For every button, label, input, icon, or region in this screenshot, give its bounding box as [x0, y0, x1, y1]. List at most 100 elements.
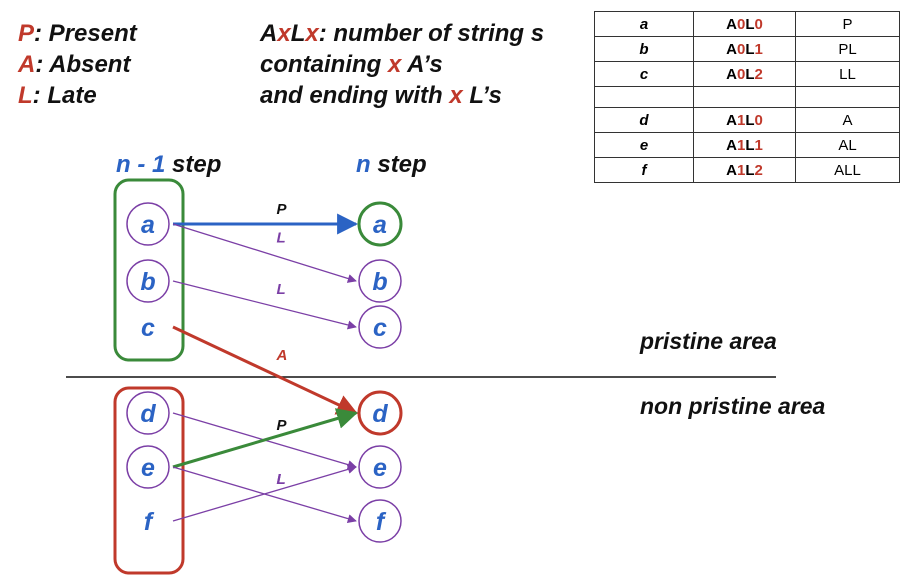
table-row: b A0L1 PL	[594, 36, 900, 62]
state-part: 0	[736, 65, 746, 83]
table-state-cell: A1L1	[693, 132, 796, 158]
def-text: containing	[260, 51, 388, 78]
prev-step-label: n - 1 step	[116, 151, 221, 179]
table-state-cell: A1L2	[693, 157, 796, 183]
table-node-cell: e	[594, 132, 694, 158]
node-left-f: f	[144, 508, 155, 536]
table-suffix-cell: PL	[795, 36, 900, 62]
cur-step-word: step	[370, 151, 427, 178]
state-part: 0	[736, 40, 746, 58]
state-part: 1	[736, 136, 746, 154]
legend-text: : Late	[32, 82, 97, 109]
definition-line-1: AxLx: number of string s	[260, 18, 544, 49]
node-label: a	[141, 211, 155, 239]
node-right-a: a	[357, 201, 403, 247]
edge-label: A	[276, 347, 288, 364]
definition-text: AxLx: number of string s containing x A’…	[260, 18, 544, 111]
definition-line-3: and ending with x L’s	[260, 80, 544, 111]
edge-a-b	[172, 223, 357, 283]
edge-label: L	[277, 230, 286, 247]
table-node-cell: d	[594, 107, 694, 133]
non-pristine-group-box	[113, 386, 185, 575]
node-right-b: b	[358, 259, 402, 303]
legend-item-present: P: Present	[18, 18, 137, 49]
node-label: c	[141, 314, 155, 342]
legend-text: : Absent	[35, 51, 131, 78]
state-part: 1	[754, 40, 763, 58]
node-left-e: e	[126, 445, 170, 489]
non-pristine-area-label: non pristine area	[640, 393, 826, 419]
def-x: x	[388, 51, 402, 78]
state-part: L	[745, 111, 755, 129]
legend-item-absent: A: Absent	[18, 49, 137, 80]
state-part: L	[745, 15, 755, 33]
state-part: L	[745, 161, 755, 179]
node-right-f: f	[358, 499, 402, 543]
legend-key: L	[18, 82, 33, 109]
table-suffix-cell: AL	[795, 132, 900, 158]
def-rest: : number of string s	[318, 20, 545, 47]
table-node-cell: f	[594, 157, 694, 183]
legend-item-late: L: Late	[18, 80, 137, 111]
state-part: 1	[736, 111, 746, 129]
table-state-cell: A0L2	[693, 61, 796, 87]
edge-label: P	[277, 417, 288, 434]
pristine-group-box	[113, 178, 185, 362]
node-right-d: d	[357, 390, 403, 436]
table-state-cell: A0L0	[693, 11, 796, 37]
edge-label: L	[277, 471, 286, 488]
node-left-b: b	[126, 259, 170, 303]
state-part: A	[726, 40, 737, 58]
state-part: A	[726, 15, 737, 33]
legend-key: A	[18, 51, 36, 78]
state-part: L	[745, 136, 755, 154]
table-suffix-cell: ALL	[795, 157, 900, 183]
node-left-c: c	[141, 314, 155, 342]
edge-e-d	[172, 408, 359, 469]
state-part: A	[726, 65, 737, 83]
table-suffix-cell: P	[795, 11, 900, 37]
definition-line-2: containing x A’s	[260, 49, 544, 80]
node-label: d	[372, 400, 388, 428]
state-part: A	[726, 111, 737, 129]
node-label: b	[140, 268, 155, 296]
state-part: 2	[754, 65, 763, 83]
legend-key: P	[18, 20, 35, 47]
node-label: f	[376, 508, 387, 536]
def-l: L	[290, 20, 306, 47]
edge-label: L	[277, 471, 286, 488]
def-x: x	[277, 20, 291, 47]
def-x: x	[449, 82, 463, 109]
node-left-a: a	[126, 202, 170, 246]
edge-c-d	[172, 325, 358, 415]
table-node-cell: b	[594, 36, 694, 62]
state-part: 2	[754, 161, 763, 179]
cur-step-label: n step	[356, 151, 427, 179]
state-part: L	[745, 40, 755, 58]
node-label: b	[372, 268, 387, 296]
legend-text: : Present	[34, 20, 137, 47]
node-label: e	[373, 454, 387, 482]
state-part: 0	[754, 111, 763, 129]
cur-step-n: n	[356, 151, 371, 178]
def-text: A’s	[401, 51, 443, 78]
edge-label: P	[277, 201, 288, 218]
node-label: a	[373, 211, 387, 239]
legend: P: Present A: Absent L: Late	[18, 18, 137, 111]
node-label: c	[373, 314, 387, 342]
node-right-c: c	[358, 305, 402, 349]
node-right-e: e	[358, 445, 402, 489]
state-part: L	[745, 65, 755, 83]
table-suffix-cell: A	[795, 107, 900, 133]
edge-label: L	[277, 281, 286, 298]
def-a: A	[260, 20, 278, 47]
prev-step-n: n - 1	[116, 151, 166, 178]
state-part: 0	[736, 15, 746, 33]
